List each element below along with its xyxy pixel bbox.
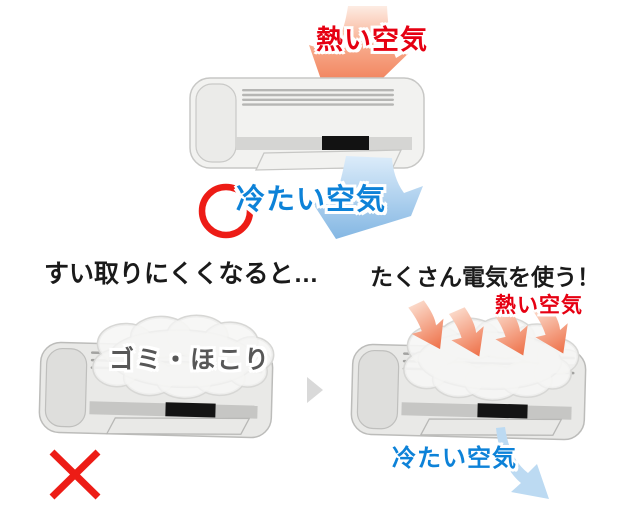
ac-unit-result — [350, 313, 587, 441]
hot-air-label-result: 熱い空気 — [495, 294, 583, 317]
ac-unit-clean — [189, 77, 425, 171]
result-unit-heading: たくさん電気を使う！ — [370, 264, 600, 290]
display-panel — [322, 136, 369, 150]
vent-lines — [242, 89, 394, 106]
air-flap — [105, 417, 251, 435]
dirty-unit-heading: すい取りにくくなると… — [44, 260, 319, 288]
good-circle-mark — [198, 183, 254, 239]
cold-air-label-top: 冷たい空気 — [236, 184, 387, 216]
air-flap — [419, 418, 563, 436]
display-panel — [477, 403, 528, 419]
display-panel — [165, 402, 216, 418]
ac-unit-dusty — [38, 311, 276, 439]
hot-air-label-top: 熱い空気 — [316, 25, 428, 55]
hot-air-inflow-arrow — [309, 6, 416, 94]
bad-cross-mark — [49, 449, 101, 500]
cold-air-weak-arrow — [496, 427, 549, 499]
cold-air-label-result: 冷たい空気 — [392, 445, 517, 472]
transition-arrow-icon — [307, 377, 323, 403]
cold-air-outflow-arrow — [312, 156, 423, 239]
dust-label: ゴミ・ほこり — [109, 346, 272, 374]
